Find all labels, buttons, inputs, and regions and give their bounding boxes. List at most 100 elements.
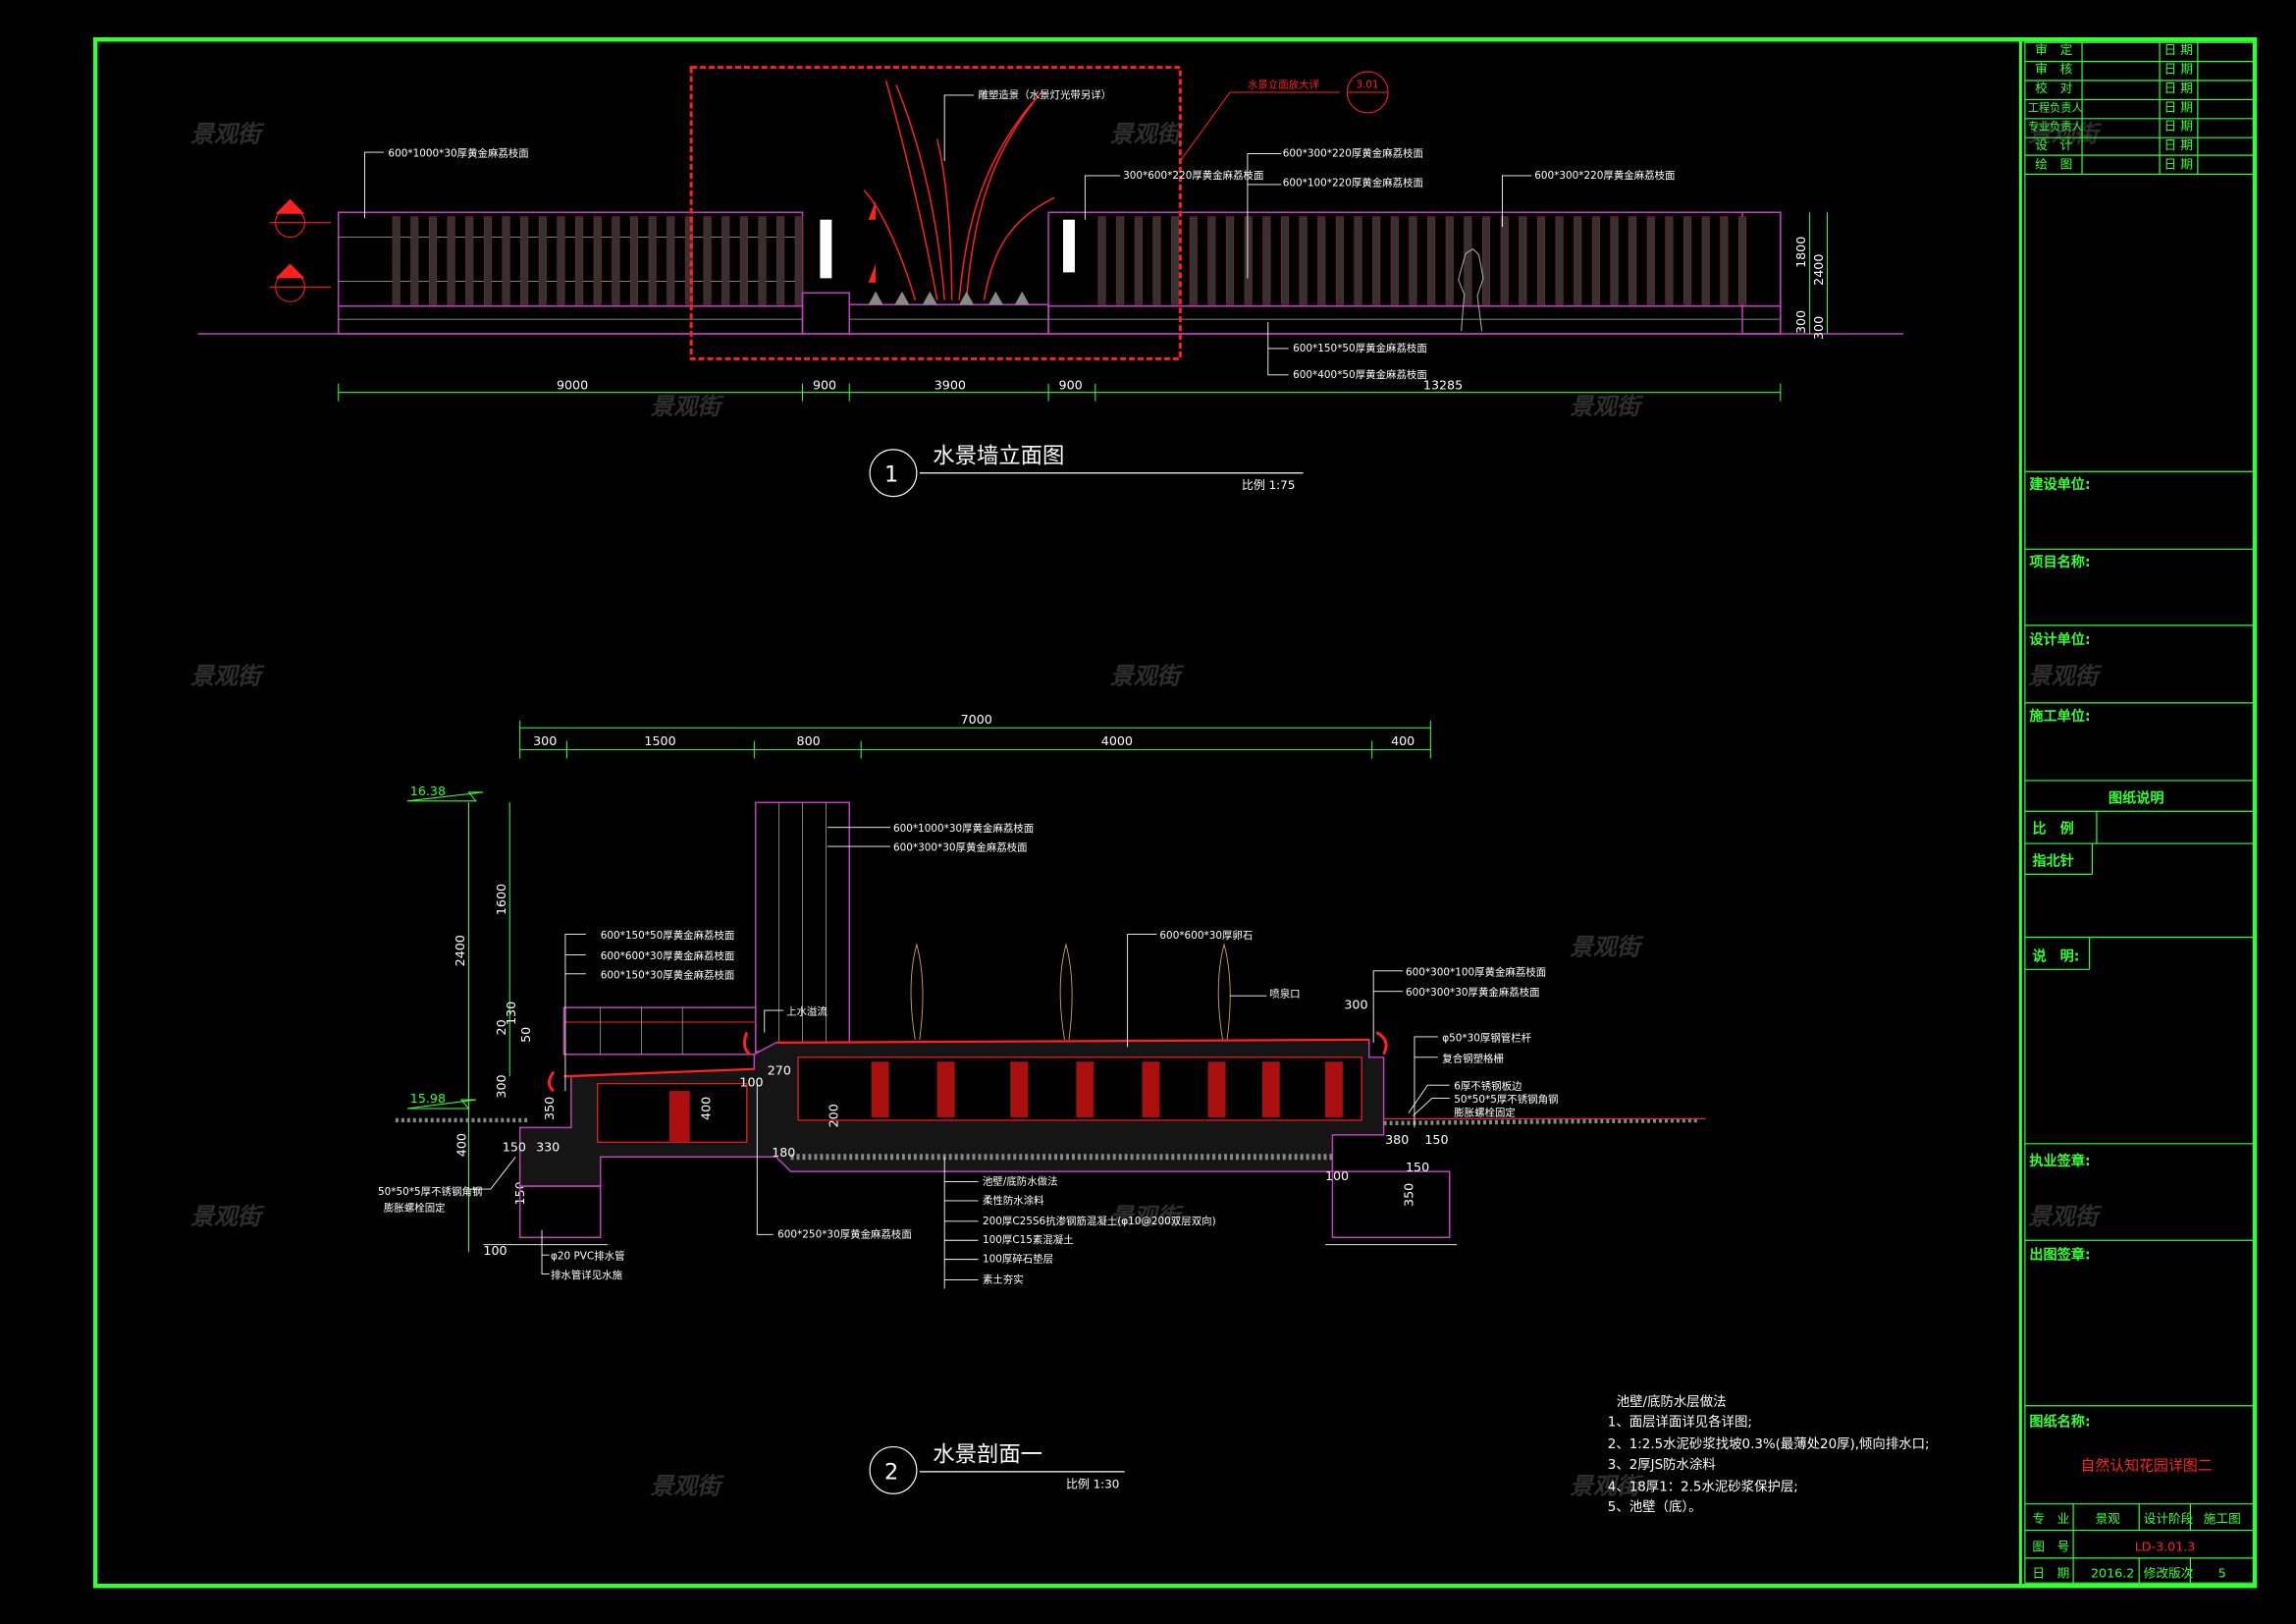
pedestal-support <box>871 1061 889 1117</box>
svg-text:7000: 7000 <box>961 712 992 727</box>
svg-text:景观街: 景观街 <box>1570 933 1644 960</box>
svg-text:300: 300 <box>533 733 557 748</box>
svg-text:日 期: 日 期 <box>2164 99 2193 114</box>
svg-text:景观街: 景观街 <box>2028 662 2103 689</box>
wall-slat <box>1262 216 1271 305</box>
svg-text:景观街: 景观街 <box>1570 393 1644 420</box>
wall-slat <box>428 216 437 305</box>
wall-slat <box>502 216 510 305</box>
svg-text:15.98: 15.98 <box>410 1091 446 1106</box>
wall-slat <box>1519 216 1527 305</box>
svg-text:150: 150 <box>1406 1160 1429 1174</box>
svg-text:50: 50 <box>518 1027 533 1043</box>
wall-slat <box>612 216 620 305</box>
svg-text:项目名称:: 项目名称: <box>2029 554 2090 570</box>
svg-text:设计阶段: 设计阶段 <box>2144 1511 2194 1526</box>
wall-slat <box>1701 216 1710 305</box>
svg-text:图 号: 图 号 <box>2032 1539 2069 1553</box>
svg-text:380: 380 <box>1385 1132 1409 1147</box>
wall-slat <box>1629 216 1637 305</box>
svg-text:100: 100 <box>1325 1168 1349 1183</box>
wall-slat <box>684 216 693 305</box>
svg-text:600*400*50厚黄金麻荔枝面: 600*400*50厚黄金麻荔枝面 <box>1293 368 1427 381</box>
wall-slat <box>1720 216 1729 305</box>
wall-slat <box>520 216 529 305</box>
svg-text:600*300*100厚黄金麻荔枝面: 600*300*100厚黄金麻荔枝面 <box>1406 965 1546 978</box>
svg-text:景观街: 景观街 <box>650 1472 724 1499</box>
svg-text:比例 1:75: 比例 1:75 <box>1242 478 1295 492</box>
pedestal-support <box>1261 1061 1280 1117</box>
wall-slat <box>1591 216 1600 305</box>
watermarks: 景观街 景观街 景观街 景观街 景观街 景观街 景观街 景观街 景观街 景观街 … <box>190 121 2102 1500</box>
svg-text:φ50*30厚钢管栏杆: φ50*30厚钢管栏杆 <box>1442 1031 1531 1044</box>
wall-slat <box>593 216 602 305</box>
svg-text:16.38: 16.38 <box>410 784 446 798</box>
wall-slat <box>1372 216 1381 305</box>
wall-slat <box>648 216 657 305</box>
wall-slat <box>1225 216 1235 305</box>
svg-text:2: 2 <box>884 1459 898 1485</box>
wall-slat <box>1555 216 1564 305</box>
svg-text:330: 330 <box>536 1139 560 1154</box>
svg-text:2、1:2.5水泥砂浆找坡0.3%(最薄处20厚),倾向排水: 2、1:2.5水泥砂浆找坡0.3%(最薄处20厚),倾向排水口; <box>1608 1436 1930 1452</box>
svg-text:指北针: 指北针 <box>2032 852 2073 869</box>
wall-slat <box>1244 216 1253 305</box>
title-block: 审 定日 期 审 核日 期 校 对日 期 工程负责人日 期 专业负责人日 期 设… <box>2024 41 2256 1584</box>
svg-text:400: 400 <box>699 1097 714 1120</box>
wall-slat <box>667 216 675 305</box>
svg-text:200厚C25S6抗渗钢筋混凝土(φ10@200双层双向): 200厚C25S6抗渗钢筋混凝土(φ10@200双层双向) <box>983 1215 1216 1227</box>
svg-text:9000: 9000 <box>557 378 588 393</box>
svg-text:300*600*220厚黄金麻荔枝面: 300*600*220厚黄金麻荔枝面 <box>1123 169 1263 182</box>
svg-text:900: 900 <box>1059 378 1083 393</box>
svg-text:复合钢塑格栅: 复合钢塑格栅 <box>1442 1052 1504 1064</box>
svg-text:比 例: 比 例 <box>2032 821 2073 838</box>
wall-slat <box>1445 216 1454 305</box>
svg-text:300: 300 <box>494 1074 508 1098</box>
svg-text:600*600*30厚黄金麻荔枝面: 600*600*30厚黄金麻荔枝面 <box>601 949 735 962</box>
svg-text:景观街: 景观街 <box>190 662 265 689</box>
svg-text:1、面层详面详见各详图;: 1、面层详面详见各详图; <box>1608 1415 1752 1431</box>
wall-slat <box>1189 216 1198 305</box>
svg-text:300: 300 <box>1793 310 1808 334</box>
waterproofing-notes: 池壁/底防水层做法 1、面层详面详见各详图; 2、1:2.5水泥砂浆找坡0.3%… <box>1608 1394 1930 1515</box>
svg-text:施工图: 施工图 <box>2204 1511 2241 1526</box>
wall-slat <box>465 216 474 305</box>
svg-text:LD-3.01.3: LD-3.01.3 <box>2135 1539 2196 1553</box>
svg-text:400: 400 <box>454 1133 468 1157</box>
wall-slat <box>1409 216 1417 305</box>
svg-text:270: 270 <box>768 1063 791 1078</box>
svg-text:350: 350 <box>542 1097 557 1120</box>
wall-slat <box>447 216 455 305</box>
svg-text:池壁/底防水层做法: 池壁/底防水层做法 <box>1617 1394 1727 1410</box>
elevation-drawing: 水景立面放大详 3.01 600*1000*30厚黄金麻荔枝面 雕塑造景（水景灯… <box>197 66 1904 498</box>
svg-text:6厚不锈钢板边: 6厚不锈钢板边 <box>1454 1080 1522 1093</box>
svg-text:修改版次: 修改版次 <box>2144 1565 2194 1580</box>
svg-text:150: 150 <box>1424 1132 1448 1147</box>
sculpture <box>863 80 1055 300</box>
wall-slat <box>1427 216 1436 305</box>
svg-text:专业负责人: 专业负责人 <box>2028 120 2083 134</box>
svg-text:施工单位:: 施工单位: <box>2029 708 2090 725</box>
svg-text:300: 300 <box>1811 316 1826 340</box>
svg-text:审 核: 审 核 <box>2035 62 2072 77</box>
detail-callout-box <box>689 66 1182 360</box>
svg-text:排水管详见水施: 排水管详见水施 <box>551 1269 623 1281</box>
svg-text:5: 5 <box>2218 1565 2226 1580</box>
wall-slat <box>1665 216 1674 305</box>
svg-text:100厚C15素混凝土: 100厚C15素混凝土 <box>983 1233 1074 1246</box>
svg-text:景观街: 景观街 <box>190 121 265 148</box>
wall-slat <box>758 216 767 305</box>
svg-text:350: 350 <box>1401 1183 1415 1207</box>
svg-text:4000: 4000 <box>1101 733 1133 748</box>
svg-text:4、18厚1：2.5水泥砂浆保护层;: 4、18厚1：2.5水泥砂浆保护层; <box>1608 1479 1798 1494</box>
svg-text:100: 100 <box>739 1075 763 1090</box>
pedestal-support <box>1010 1061 1029 1117</box>
svg-text:雕塑造景（水景灯光带另详）: 雕塑造景（水景灯光带另详） <box>978 88 1111 101</box>
svg-text:800: 800 <box>797 733 821 748</box>
wall-slat <box>1737 216 1747 305</box>
wall-slat <box>739 216 748 305</box>
svg-text:100: 100 <box>483 1243 507 1258</box>
svg-text:设计单位:: 设计单位: <box>2029 631 2090 648</box>
svg-text:600*250*30厚黄金麻荔枝面: 600*250*30厚黄金麻荔枝面 <box>777 1227 912 1240</box>
